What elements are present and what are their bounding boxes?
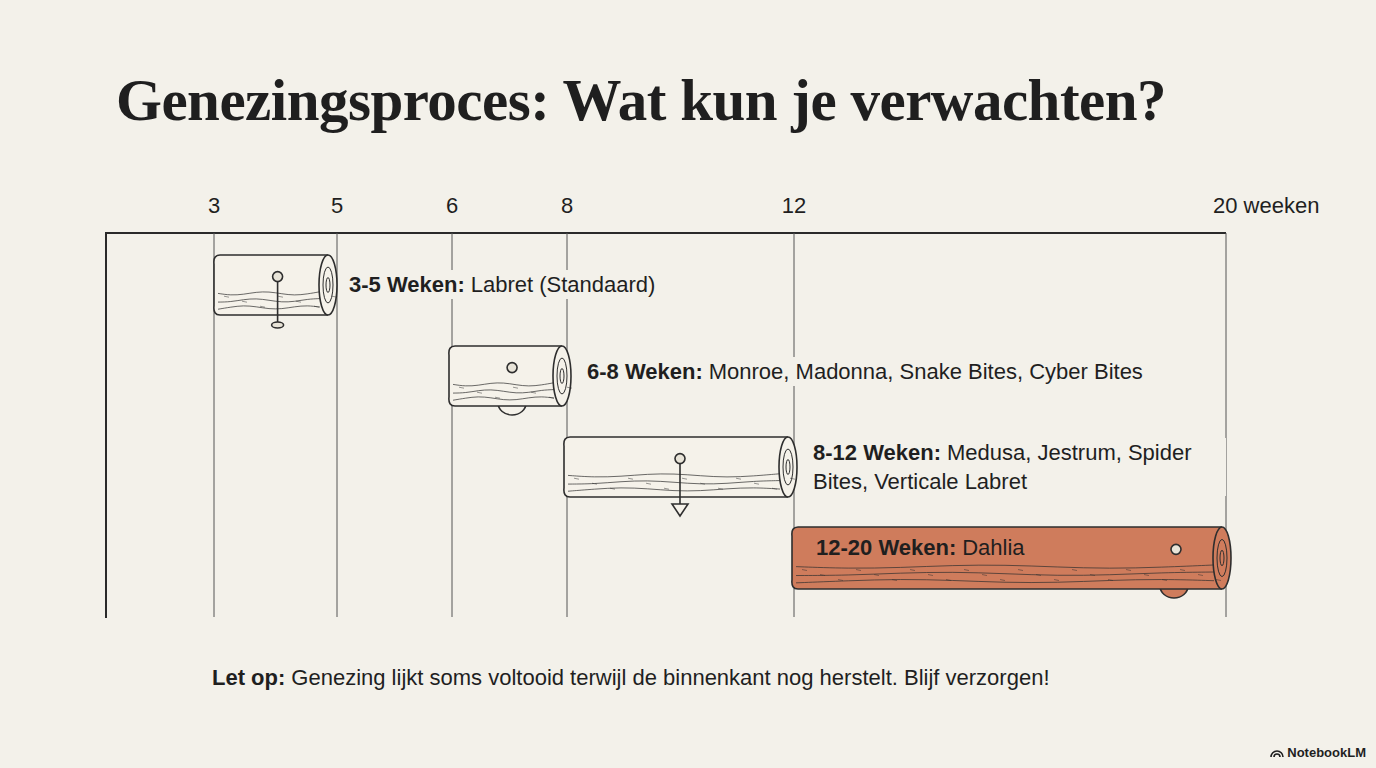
log-illustration — [445, 341, 574, 411]
duration: 12-20 Weken: — [816, 535, 956, 560]
bar-label: 12-20 Weken:Dahlia — [813, 533, 1028, 562]
note: Let op:Genezing lijkt soms voltooid terw… — [212, 665, 1050, 691]
axis-tick: 6 — [446, 193, 458, 219]
piercing-list: Labret (Standaard) — [471, 272, 656, 297]
piercing-list: Monroe, Madonna, Snake Bites, Cyber Bite… — [709, 359, 1143, 384]
axis-line — [106, 232, 1226, 234]
grid-lines — [214, 233, 1226, 617]
note-text: Genezing lijkt soms voltooid terwijl de … — [291, 665, 1049, 690]
axis-tick: 5 — [331, 193, 343, 219]
duration: 3-5 Weken: — [349, 272, 465, 297]
log-illustration — [210, 250, 340, 320]
healing-bar: 3-5 Weken:Labret (Standaard) — [210, 250, 340, 320]
piercing-list: Dahlia — [962, 535, 1024, 560]
healing-bar: 6-8 Weken:Monroe, Madonna, Snake Bites, … — [445, 341, 574, 411]
note-heading: Let op: — [212, 665, 285, 690]
bar-label: 8-12 Weken:Medusa, Jestrum, Spider Bites… — [810, 438, 1226, 496]
bar-label: 3-5 Weken:Labret (Standaard) — [346, 270, 658, 299]
log-illustration — [560, 432, 800, 502]
axis-tick: 12 — [782, 193, 806, 219]
axis-tick: 8 — [561, 193, 573, 219]
watermark-text: NotebookLM — [1287, 745, 1366, 760]
watermark-icon — [1270, 748, 1284, 758]
axis-tick: 20 weeken — [1213, 193, 1319, 219]
axis-tick: 3 — [208, 193, 220, 219]
duration: 8-12 Weken: — [813, 440, 941, 465]
axis-line — [105, 232, 107, 618]
healing-bar: 12-20 Weken:Dahlia — [788, 522, 1234, 594]
title: Genezingsproces: Wat kun je verwachten? — [116, 66, 1166, 135]
bar-label: 6-8 Weken:Monroe, Madonna, Snake Bites, … — [584, 357, 1146, 386]
healing-bar: 8-12 Weken:Medusa, Jestrum, Spider Bites… — [560, 432, 800, 502]
duration: 6-8 Weken: — [587, 359, 703, 384]
watermark: NotebookLM — [1270, 745, 1366, 760]
